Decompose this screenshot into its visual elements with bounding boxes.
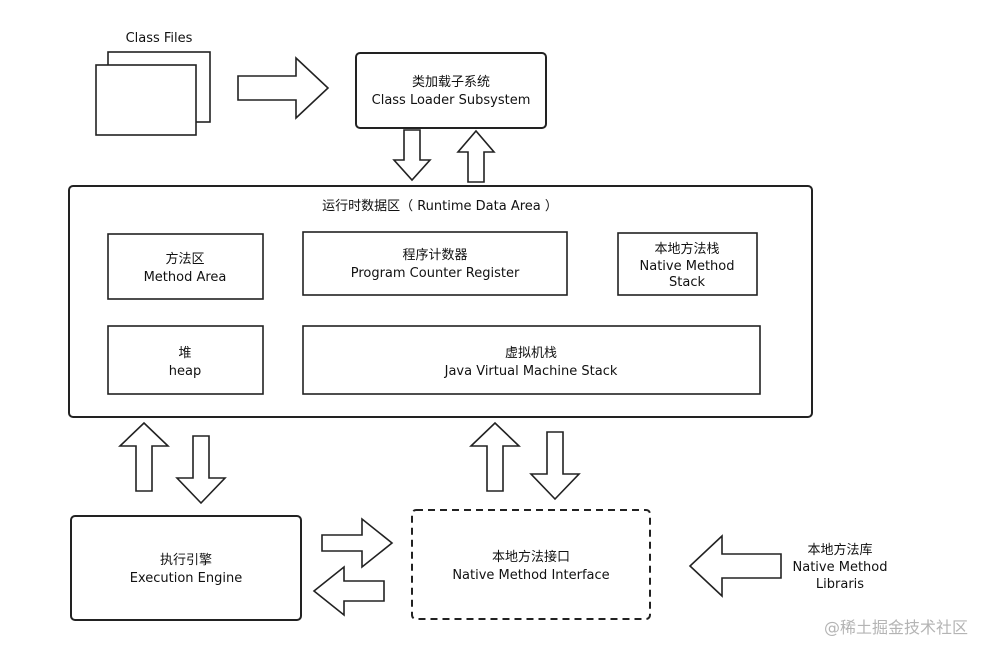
native-method-stack-box [617,232,758,296]
heap-en: heap [169,364,201,379]
class-loader-box [355,52,547,129]
arrow-up-to-class-loader [456,129,496,183]
class-loader-en: Class Loader Subsystem [372,93,531,108]
native-library-zh: 本地方法库 [807,542,872,558]
runtime-data-area-title: 运行时数据区（ Runtime Data Area ） [322,199,558,214]
method-area-en: Method Area [144,270,227,285]
pc-register-zh: 程序计数器 [402,248,467,263]
native-stack-en2: Stack [669,275,705,290]
method-area-box [107,233,264,300]
jvm-stack-box [302,325,761,395]
native-interface-zh: 本地方法接口 [492,549,570,565]
execution-engine-en: Execution Engine [130,571,242,586]
arrow-up-from-interface [469,421,521,492]
method-area-zh: 方法区 [165,251,204,267]
jvm-stack-en: Java Virtual Machine Stack [444,364,618,379]
heap-box [107,325,264,395]
arrow-left-to-engine [312,565,385,617]
execution-engine-box [70,515,302,621]
native-interface-en: Native Method Interface [452,568,609,583]
arrow-down-to-runtime [392,129,432,182]
class-files-label: Class Files [126,31,193,46]
arrow-from-native-library [688,534,782,598]
class-files-icon [95,51,211,136]
heap-zh: 堆 [178,346,191,361]
native-stack-en1: Native Method [640,259,735,274]
native-library-en1: Native Method [793,560,888,575]
watermark: @稀土掘金技术社区 [824,618,968,637]
arrow-up-from-engine [118,421,170,492]
execution-engine-zh: 执行引擎 [160,553,212,568]
arrow-right-to-interface [321,517,394,569]
class-loader-zh: 类加载子系统 [412,75,490,90]
pc-register-box [302,231,568,296]
arrow-to-class-loader [237,56,330,120]
native-stack-zh: 本地方法栈 [654,241,719,257]
jvm-stack-zh: 虚拟机栈 [505,346,557,361]
arrow-down-to-interface [529,431,581,501]
pc-register-en: Program Counter Register [351,266,520,281]
arrow-down-to-engine [175,435,227,505]
native-method-interface-box [411,509,651,620]
native-library-en2: Libraris [816,577,864,592]
